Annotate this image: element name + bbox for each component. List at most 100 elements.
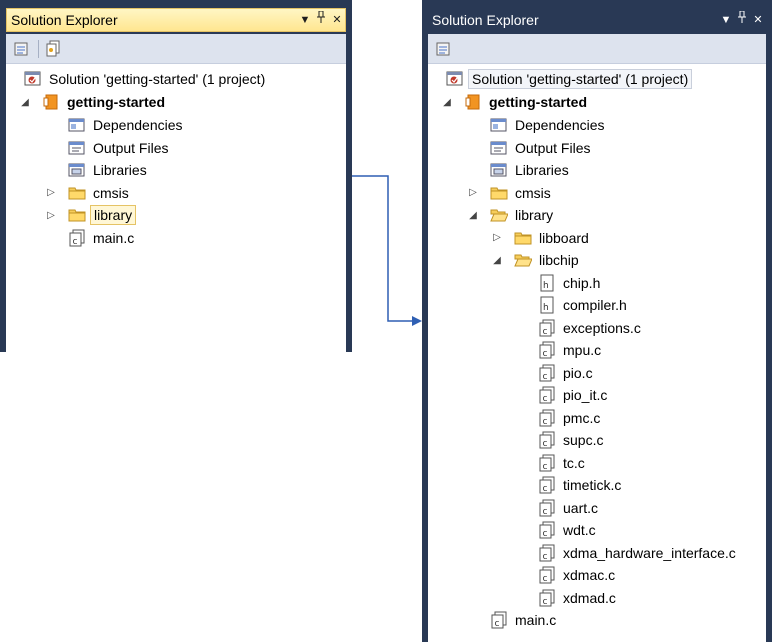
tree-item-label: cmsis [515,184,551,201]
tree-item-xdmad-c[interactable]: c xdmad.c [514,587,619,609]
expanded-arrow-icon[interactable]: ◢ [469,209,477,221]
tree-item-cmsis[interactable]: ▷cmsis [44,182,132,204]
tree-item-label: main.c [93,229,135,246]
expander-spacer [514,366,528,380]
tree-item-label: libchip [539,252,579,268]
dropdown-icon[interactable]: ▼ [299,14,311,26]
close-icon[interactable]: ✕ [332,14,342,26]
panel-toolbar [6,34,346,64]
expander-spacer [466,613,480,627]
tree-item-solution[interactable]: Solution 'getting-started' (1 project) [446,68,693,90]
svg-text:c: c [543,552,548,562]
dropdown-icon[interactable]: ▼ [720,14,732,26]
svg-text:c: c [543,372,548,382]
show-all-files-icon[interactable] [43,38,65,60]
expander-spacer [514,568,528,582]
solution-icon [446,70,464,88]
solution-icon [24,70,42,88]
expander-spacer [514,343,528,357]
tree-item-label: main.c [515,612,557,628]
tree-item-project[interactable]: ◢ getting-started [440,91,590,113]
tree-item-libchip[interactable]: ◢ libchip [490,249,582,271]
tree-item-solution[interactable]: Solution 'getting-started' (1 project) [24,68,268,90]
tree-item-output-files[interactable]: Output Files [44,137,171,159]
expander-spacer [514,478,528,492]
tree-item-label: compiler.h [563,297,627,313]
tree-view: Solution 'getting-started' (1 project) ◢… [6,64,346,352]
expanded-arrow-icon[interactable]: ◢ [443,96,451,108]
tree-item-library[interactable]: ◢library [466,204,556,226]
svg-text:c: c [543,327,548,337]
svg-text:c: c [543,462,548,472]
c-file-icon: c [538,409,556,427]
tree-item-label: xdma_hardware_interface.c [563,544,736,561]
tree-item-label: library [90,205,137,225]
tree-item-libraries[interactable]: Libraries [466,159,572,181]
expander-spacer [514,523,528,537]
expander-spacer [514,298,528,312]
c-file-icon: c [490,611,508,629]
properties-icon[interactable] [434,38,456,60]
tree-item-project[interactable]: ◢ getting-started [18,91,168,113]
tree-item-label: xdmad.c [563,589,616,606]
tree-item-label: Dependencies [515,117,605,133]
pin-icon[interactable] [313,10,329,29]
collapsed-arrow-icon[interactable]: ▷ [493,232,501,243]
tree-item-libraries[interactable]: Libraries [44,159,150,181]
tree-item-dependencies[interactable]: Dependencies [44,114,186,136]
tree-view: Solution 'getting-started' (1 project) ◢… [428,64,766,642]
tree-item-xdma-hardware-interface-c[interactable]: c xdma_hardware_interface.c [514,542,739,564]
expanded-arrow-icon[interactable]: ◢ [493,254,501,266]
c-file-icon: c [538,386,556,404]
tree-item-cmsis[interactable]: ▷ cmsis [466,182,554,204]
svg-text:c: c [543,349,548,359]
tree-item-output-files[interactable]: Output Files [466,137,593,159]
tree-item-library[interactable]: ▷ library [44,204,137,226]
c-file-icon: c [538,319,556,337]
svg-text:c: c [543,394,548,404]
expander-spacer [44,163,58,177]
expander-spacer [514,591,528,605]
tree-item-main-c[interactable]: c main.c [466,609,559,631]
expander-spacer [514,433,528,447]
expander-spacer [466,118,480,132]
properties-icon[interactable] [12,38,34,60]
expander-spacer [466,141,480,155]
collapsed-arrow-icon[interactable]: ▷ [47,187,55,198]
c-file-icon: c [538,499,556,517]
c-file-icon: c [538,341,556,359]
tree-item-dependencies[interactable]: Dependencies [466,114,608,136]
solution-label: Solution 'getting-started' (1 project) [468,69,693,89]
pin-icon[interactable] [734,10,750,29]
close-icon[interactable]: ✕ [753,14,763,26]
panel-titlebar[interactable]: Solution Explorer ▼ ✕ [428,8,766,32]
tree-item-label: Output Files [515,139,591,156]
collapsed-arrow-icon[interactable]: ▷ [469,187,477,198]
expanded-arrow-icon[interactable]: ◢ [21,96,29,108]
project-icon [464,93,482,111]
tree-item-libboard[interactable]: ▷libboard [490,227,592,249]
c-file-icon: c [538,589,556,607]
libraries-icon [490,161,508,179]
expander-spacer [514,276,528,290]
svg-text:c: c [543,439,548,449]
panel-titlebar[interactable]: Solution Explorer ▼ ✕ [6,8,346,32]
folder-open-icon [514,251,532,269]
h-file-icon: h [538,274,556,292]
collapsed-arrow-icon[interactable]: ▷ [47,209,55,221]
svg-text:c: c [543,507,548,517]
